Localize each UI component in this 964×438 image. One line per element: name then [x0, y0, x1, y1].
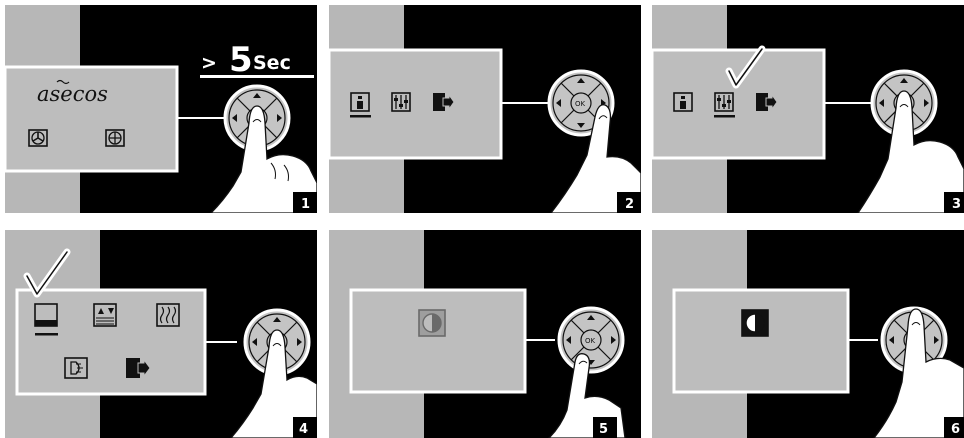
ok-label: OK: [585, 337, 596, 345]
contrast-icon[interactable]: [419, 310, 445, 336]
fan-icon[interactable]: [29, 130, 47, 146]
upload-hatched-icon[interactable]: [94, 304, 116, 326]
step-6-illustration: 6: [652, 230, 964, 438]
step-1-panel: asecos > 5 Sec: [5, 5, 317, 213]
step-number: 1: [301, 197, 310, 212]
step-2-illustration: OK 2: [329, 5, 641, 213]
step-5-panel: OK 5: [329, 230, 641, 438]
display-icon[interactable]: [35, 304, 57, 326]
brand-logo: asecos: [37, 82, 108, 106]
instruction-operator: >: [201, 52, 217, 74]
instruction-unit: Sec: [253, 52, 291, 74]
step-5-illustration: OK 5: [329, 230, 641, 438]
step-2-panel: OK 2: [329, 5, 641, 213]
step-number: 2: [625, 197, 634, 212]
step-3-panel: 3: [652, 5, 964, 213]
ok-label: OK: [575, 100, 586, 108]
step-4-illustration: 4: [5, 230, 317, 438]
instruction-underline: [200, 75, 314, 78]
step-4-panel: 4: [5, 230, 317, 438]
heat-waves-icon[interactable]: [157, 304, 179, 326]
contrast-icon[interactable]: [742, 310, 768, 336]
selection-underline: [35, 333, 58, 336]
target-icon[interactable]: [106, 130, 124, 146]
instruction-value: 5: [229, 40, 253, 80]
selection-underline: [714, 115, 735, 118]
info-icon[interactable]: [351, 93, 369, 111]
step-6-panel: 6: [652, 230, 964, 438]
settings-sliders-icon[interactable]: [392, 93, 410, 111]
step-number: 6: [951, 422, 960, 437]
step-1-illustration: asecos > 5 Sec: [5, 5, 317, 213]
step-number: 3: [952, 197, 961, 212]
step-3-illustration: 3: [652, 5, 964, 213]
step-number: 5: [599, 422, 608, 437]
step-number: 4: [299, 422, 308, 437]
lamp-icon[interactable]: [65, 358, 87, 378]
display-screen: [674, 290, 848, 392]
settings-sliders-icon[interactable]: [715, 93, 733, 111]
display-screen: [351, 290, 525, 392]
selection-underline: [350, 115, 371, 118]
info-icon[interactable]: [674, 93, 692, 111]
